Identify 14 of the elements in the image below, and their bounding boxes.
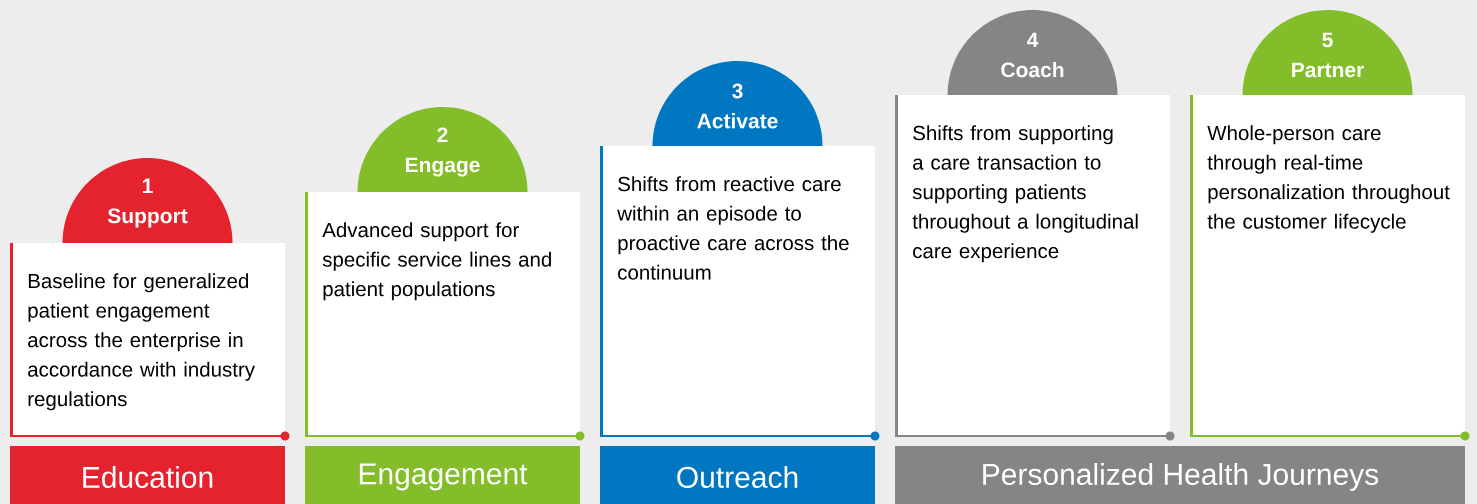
step-tab: 4 Coach — [947, 10, 1118, 95]
text-card: Shifts from supporting a care transaction to supporting patients throughout a longitudinal care experience — [894, 95, 1175, 441]
text-card: Whole-person care through real-time personalization throughout the customer lifecycle — [1189, 95, 1470, 441]
text-card: Advanced support for specific service lines and patient populations — [304, 192, 585, 441]
category-band: Engagement — [305, 446, 580, 504]
step-tab: 3 Activate — [652, 61, 823, 146]
text-card: Shifts from reactive care within an episode to proactive care across the continuum — [599, 146, 880, 441]
step-tab: 5 Partner — [1242, 10, 1413, 95]
step-tab: 1 Support — [62, 158, 233, 243]
category-band: Personalized Health Journeys — [895, 446, 1465, 504]
category-band: Education — [10, 446, 285, 504]
category-band: Outreach — [600, 446, 875, 504]
step-tab: 2 Engage — [357, 107, 528, 192]
text-card: Baseline for generalized patient engagement across the enterprise in accordance with industry regulations — [9, 243, 290, 441]
